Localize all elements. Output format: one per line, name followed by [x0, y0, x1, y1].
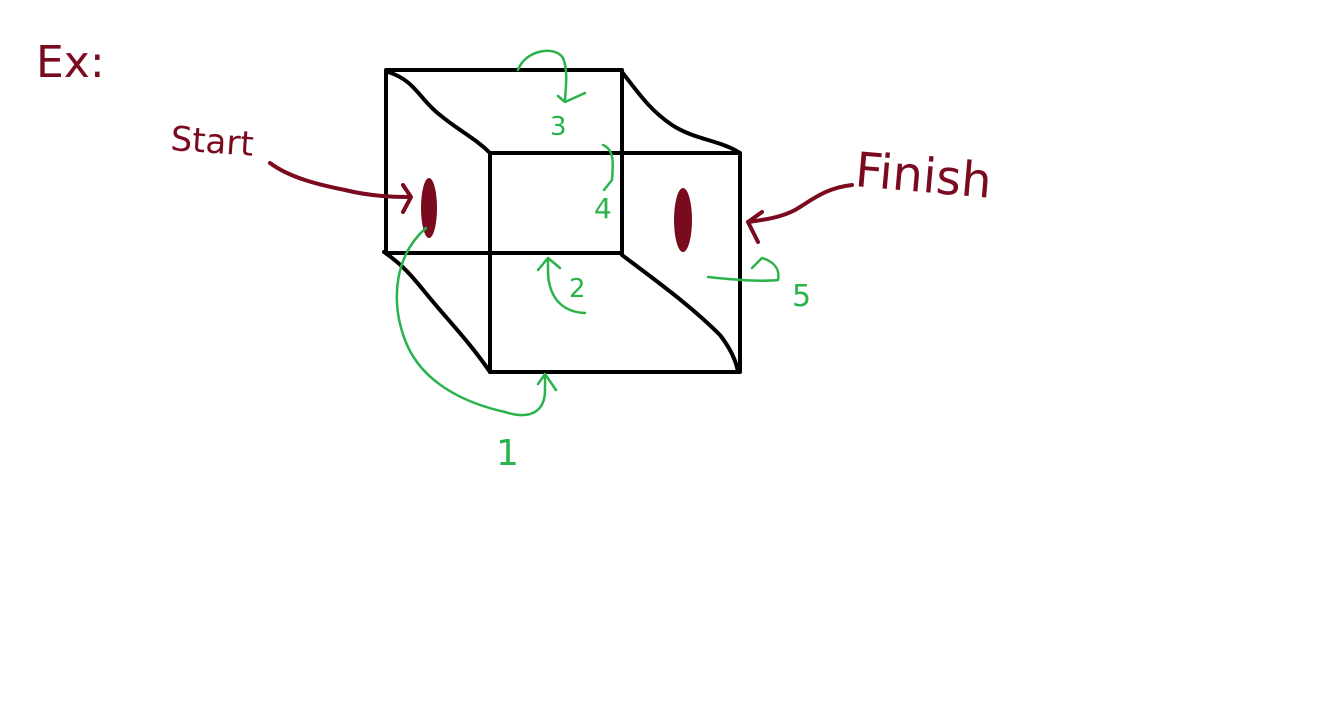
front-face [488, 151, 742, 374]
path-arrow-1 [395, 226, 547, 417]
edge-bottom-right [620, 253, 740, 374]
step-number-2: 2 [569, 274, 586, 304]
step-number-3: 3 [550, 112, 567, 142]
path-arrow-2 [546, 258, 587, 315]
path-arrow-3 [516, 49, 568, 102]
cube [382, 68, 742, 374]
step-numbers: 1 2 3 4 5 [496, 112, 811, 474]
finish-hole [674, 188, 692, 252]
edge-top-right [620, 70, 742, 155]
step-number-4: 4 [594, 192, 612, 225]
example-label: Ex: [36, 37, 105, 88]
path-arrow-5 [706, 256, 780, 283]
start-hole [421, 178, 437, 238]
start-arrow [268, 161, 413, 214]
step-number-1: 1 [496, 433, 519, 474]
path-arrows [395, 49, 780, 417]
edge-bottom-left [382, 250, 492, 374]
path-arrow-4 [601, 143, 615, 192]
start-label: Start [169, 119, 255, 165]
finish-label: Finish [853, 142, 994, 210]
edge-top-left [386, 70, 492, 155]
back-face [384, 68, 624, 255]
finish-arrow [746, 183, 854, 244]
step-number-5: 5 [792, 279, 811, 314]
